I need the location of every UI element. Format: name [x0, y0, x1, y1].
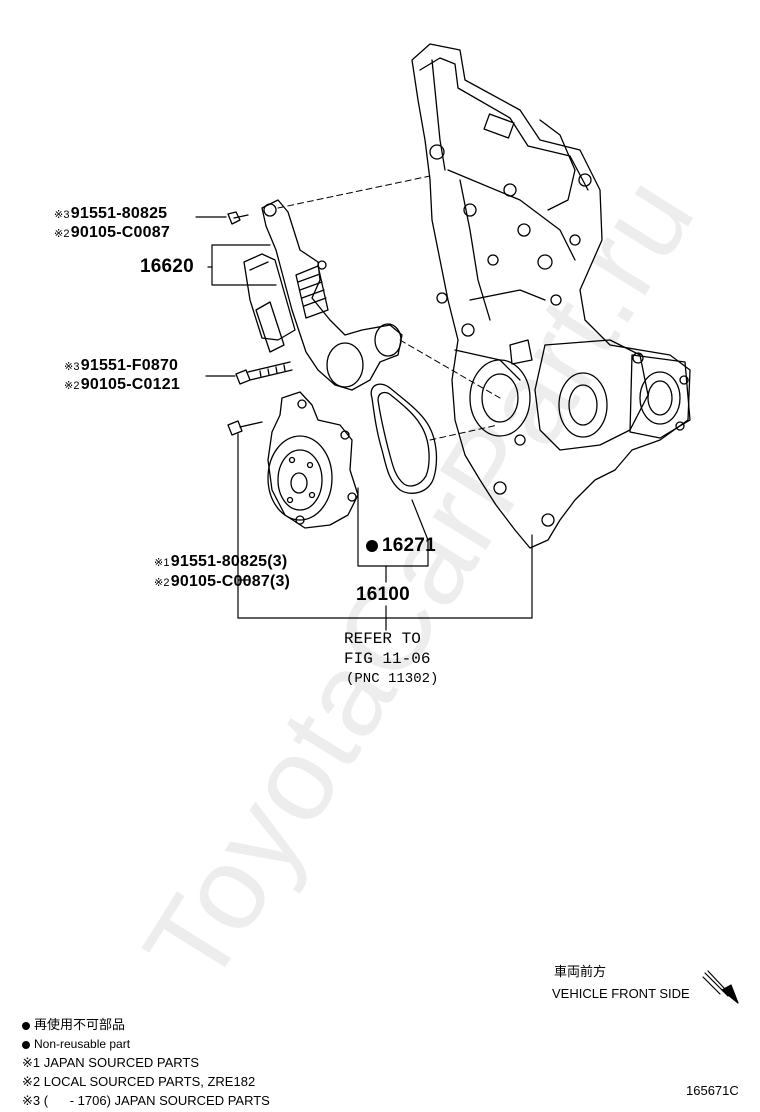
- gasket: [370, 383, 438, 494]
- part-label-90105-C0087[interactable]: ※290105-C0087: [54, 224, 170, 241]
- front-side-label-jp: 車両前方: [554, 965, 607, 980]
- legend-note-3: ※3 ( - 1706) JAPAN SOURCED PARTS: [22, 1093, 270, 1108]
- refer-line-2[interactable]: FIG 11-06: [344, 650, 431, 668]
- front-side-arrow: [702, 970, 739, 1004]
- part-label-91551-80825[interactable]: ※391551-80825: [54, 205, 168, 222]
- legend-nonreusable-jp: 再使用不可部品: [22, 1017, 125, 1035]
- dashed-leaders: [277, 175, 501, 441]
- legend-note-1: ※1 JAPAN SOURCED PARTS: [22, 1055, 200, 1070]
- part-label-16620[interactable]: 16620: [140, 256, 194, 277]
- part-label-90105-C0087-3[interactable]: ※290105-C0087(3): [154, 573, 291, 590]
- part-label-16100[interactable]: 16100: [356, 584, 410, 605]
- bullet-dot-icon: [22, 1021, 30, 1030]
- figure-id: 165671C: [686, 1083, 739, 1098]
- legend-nonreusable-en: Non-reusable part: [22, 1035, 130, 1053]
- water-pump: [267, 391, 359, 529]
- timing-chain-cover: [411, 43, 691, 549]
- part-label-90105-C0121[interactable]: ※290105-C0121: [64, 376, 180, 393]
- non-reusable-dot-icon: [366, 539, 378, 552]
- belt-tensioner: [243, 199, 403, 391]
- front-side-label-en: VEHICLE FRONT SIDE: [552, 986, 690, 1001]
- bullet-dot-icon: [22, 1040, 30, 1049]
- refer-line-3[interactable]: (PNC 11302): [346, 671, 439, 687]
- part-label-91551-80825-3[interactable]: ※191551-80825(3): [154, 553, 288, 570]
- bolts: [227, 211, 293, 436]
- part-label-91551-F0870[interactable]: ※391551-F0870: [64, 357, 179, 374]
- legend-note-2: ※2 LOCAL SOURCED PARTS, ZRE182: [22, 1074, 256, 1089]
- part-label-16271[interactable]: 16271: [366, 535, 436, 557]
- callout-lines: [195, 216, 533, 631]
- refer-line-1[interactable]: REFER TO: [344, 630, 421, 648]
